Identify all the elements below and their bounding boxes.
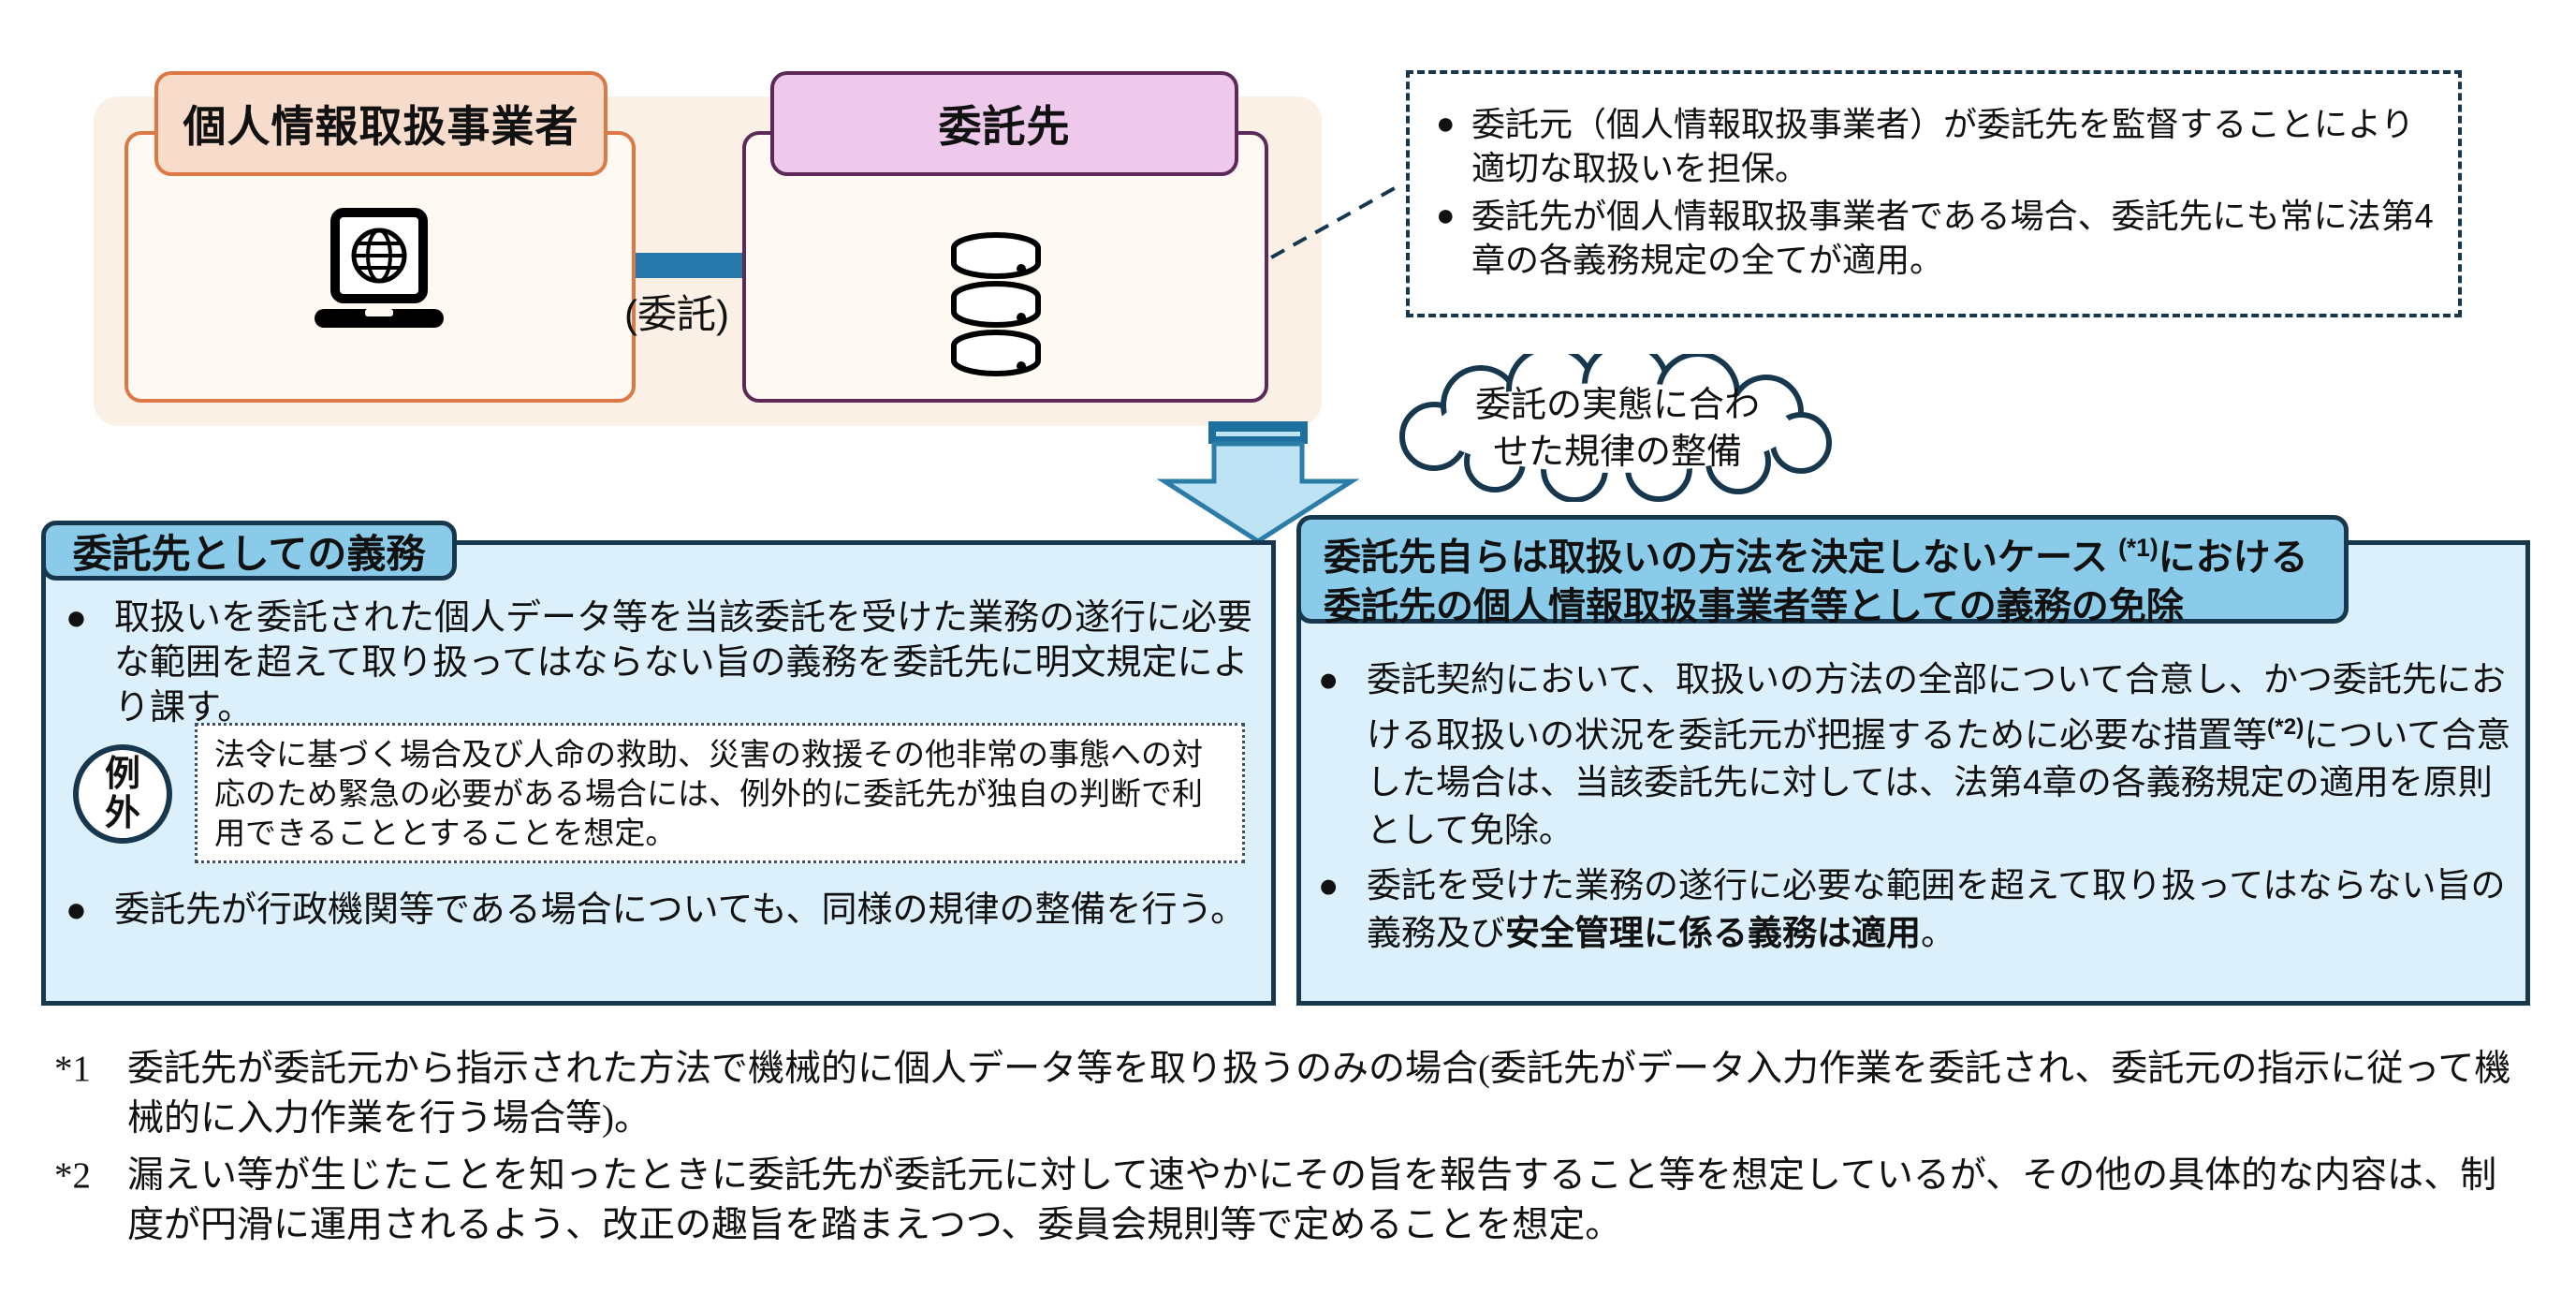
note-item: ● 委託先が個人情報取扱事業者である場合、委託先にも常に法第4章の各義務規定の全…	[1436, 194, 2436, 282]
bullet-icon: ●	[66, 598, 87, 638]
exemption-panel-header: 委託先自らは取扱いの方法を決定しないケース (*1)における 委託先の個人情報取…	[1296, 515, 2349, 627]
exception-badge-line2: 外	[104, 794, 140, 833]
footnote-1-text: 委託先が委託元から指示された方法で機械的に個人データ等を取り扱うのみの場合(委託…	[127, 1049, 2511, 1139]
right-panel-bullet2-pre: 委託を受けた業務の遂行に必要な範囲を超えて取り扱ってはならない旨の義務及び	[1367, 866, 2506, 952]
exception-note-text: 法令に基づく場合及び人命の救助、災害の救援その他非常の事態への対応のため緊急の必…	[214, 737, 1203, 850]
note-item: ● 委託元（個人情報取扱事業者）が委託先を監督することにより適切な取扱いを担保。	[1436, 102, 2436, 190]
database-icon	[939, 228, 1053, 381]
right-panel-bullet1-post: について合意した場合は、当該委託先に対しては、法第4章の各義務規定の適用を原則と…	[1367, 715, 2511, 850]
right-panel-bullet2: ● 委託を受けた業務の遂行に必要な範囲を超えて取り扱ってはならない旨の義務及び安…	[1318, 861, 2514, 957]
laptop-icon	[309, 208, 449, 337]
bullet-icon: ●	[66, 890, 87, 930]
trustee-obligations-header: 委託先としての義務	[41, 521, 457, 581]
right-panel-bullet2-bold: 安全管理に係る義務は適用	[1505, 914, 1921, 952]
left-panel-bullet2: ● 委託先が行政機関等である場合についても、同様の規律の整備を行う。	[66, 888, 1260, 933]
exception-badge-line1: 例	[104, 755, 140, 794]
supervision-note-box: ● 委託元（個人情報取扱事業者）が委託先を監督することにより適切な取扱いを担保。…	[1406, 70, 2462, 317]
exemption-header-line2: 委託先の個人情報取扱事業者等としての義務の免除	[1324, 586, 2184, 628]
left-panel-bullet1-text: 取扱いを委託された個人データ等を当該委託を受けた業務の遂行に必要な範囲を超えて取…	[114, 598, 1253, 728]
exemption-header-line1-pre: 委託先自らは取扱いの方法を決定しないケース	[1324, 537, 2119, 579]
right-panel-bullet1: ● 委託契約において、取扱いの方法の全部について合意し、かつ委託先における取扱い…	[1318, 655, 2514, 854]
bullet-icon: ●	[1318, 660, 1339, 698]
exception-badge: 例 外	[73, 744, 172, 844]
footnote-1-marker: *1	[54, 1049, 91, 1089]
flow-arrow-label: (委託)	[624, 292, 729, 336]
right-panel-bullet2-post: 。	[1921, 914, 1955, 952]
cloud-callout-text: 委託の実態に合わ せた規律の整備	[1412, 382, 1823, 476]
footnote-2-text: 漏えい等が生じたことを知ったときに委託先が委託元に対して速やかにその旨を報告する…	[127, 1155, 2497, 1245]
left-panel-bullet2-text: 委託先が行政機関等である場合についても、同様の規律の整備を行う。	[114, 890, 1247, 930]
source-entity-title: 個人情報取扱事業者	[183, 102, 579, 151]
bullet-icon: ●	[1318, 866, 1339, 904]
right-panel-bullet1-text: 委託契約において、取扱いの方法の全部について合意し、かつ委託先における取扱いの状…	[1367, 655, 2514, 854]
note-item-text: 委託元（個人情報取扱事業者）が委託先を監督することにより適切な取扱いを担保。	[1471, 105, 2415, 187]
right-panel-bullet2-text: 委託を受けた業務の遂行に必要な範囲を超えて取り扱ってはならない旨の義務及び安全管…	[1367, 861, 2514, 957]
exception-note-box: 法令に基づく場合及び人命の救助、災害の救援その他非常の事態への対応のため緊急の必…	[195, 723, 1245, 863]
right-panel-bullet1-pre: 委託契約において、取扱いの方法の全部について合意し、かつ委託先における取扱いの状…	[1367, 660, 2506, 755]
footnote-1: *1 委託先が委託元から指示された方法で機械的に個人データ等を取り扱うのみの場合…	[54, 1044, 2533, 1143]
cloud-shape	[1368, 341, 1865, 503]
trustee-entity-title: 委託先	[938, 102, 1071, 151]
left-panel-bullet1: ● 取扱いを委託された個人データ等を当該委託を受けた業務の遂行に必要な範囲を超え…	[66, 596, 1260, 730]
source-entity-header: 個人情報取扱事業者	[154, 71, 607, 176]
exemption-header-line1: 委託先自らは取扱いの方法を決定しないケース (*1)における	[1324, 523, 2334, 582]
footnote-2-marker: *2	[54, 1155, 91, 1196]
footnote-ref-1: (*1)	[2118, 534, 2159, 562]
footnotes: *1 委託先が委託元から指示された方法で機械的に個人データ等を取り扱うのみの場合…	[54, 1044, 2533, 1250]
trustee-entity-header: 委託先	[770, 71, 1238, 176]
note-item-text: 委託先が個人情報取扱事業者である場合、委託先にも常に法第4章の各義務規定の全てが…	[1471, 197, 2434, 279]
trustee-obligations-title: 委託先としての義務	[72, 531, 426, 576]
footnote-ref-2: (*2)	[2267, 714, 2305, 740]
bullet-icon: ●	[1436, 198, 1456, 233]
cloud-line2: せた規律の整備	[1492, 433, 1742, 472]
bullet-icon: ●	[1436, 106, 1456, 141]
exemption-header-line1-post: における	[2158, 537, 2308, 579]
footnote-2: *2 漏えい等が生じたことを知ったときに委託先が委託元に対して速やかにその旨を報…	[54, 1151, 2533, 1250]
cloud-line1: 委託の実態に合わ	[1474, 386, 1760, 425]
